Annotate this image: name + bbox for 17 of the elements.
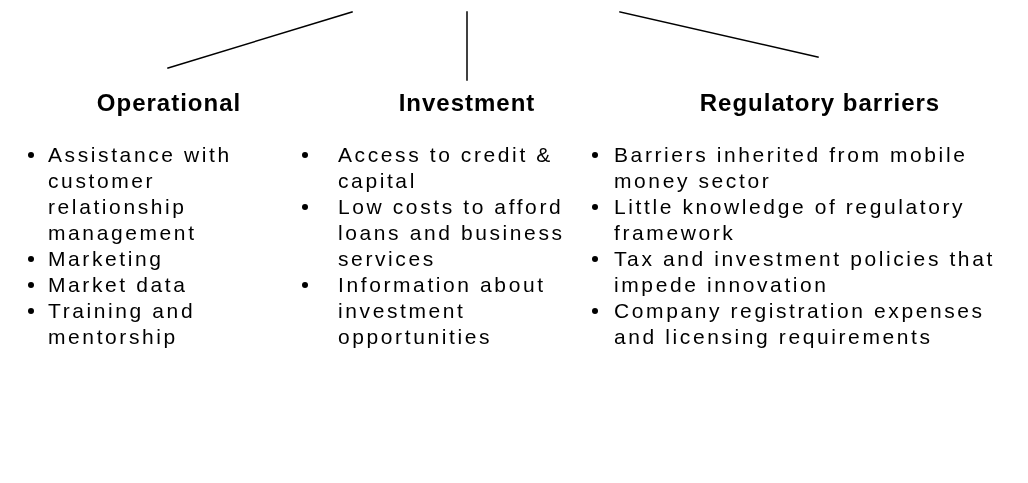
- list-item: Assistance with customer relationship management: [48, 143, 232, 244]
- category-heading: Operational: [95, 88, 243, 118]
- category-heading: Regulatory barriers: [698, 88, 942, 118]
- list-item: Training and mentorship: [48, 299, 196, 348]
- category-heading: Investment: [397, 88, 537, 118]
- list-item: Barriers inherited from mobile money sector: [614, 143, 968, 192]
- list-item: Information about investment opportunities: [338, 273, 546, 348]
- list-item: Little knowledge of regulatory framework: [614, 195, 966, 244]
- connector-line: [167, 11, 353, 69]
- list-item: Access to credit & capital: [338, 143, 553, 192]
- list-item: Tax and investment policies that impede innovation: [614, 247, 995, 296]
- list-item: Market data: [48, 273, 188, 296]
- list-item: Low costs to afford loans and business services: [338, 195, 565, 270]
- list-item: Marketing: [48, 247, 164, 270]
- connector-line: [619, 11, 819, 58]
- connector-line: [466, 11, 468, 81]
- list-item: Company registration expenses and licensing requirements: [614, 299, 985, 348]
